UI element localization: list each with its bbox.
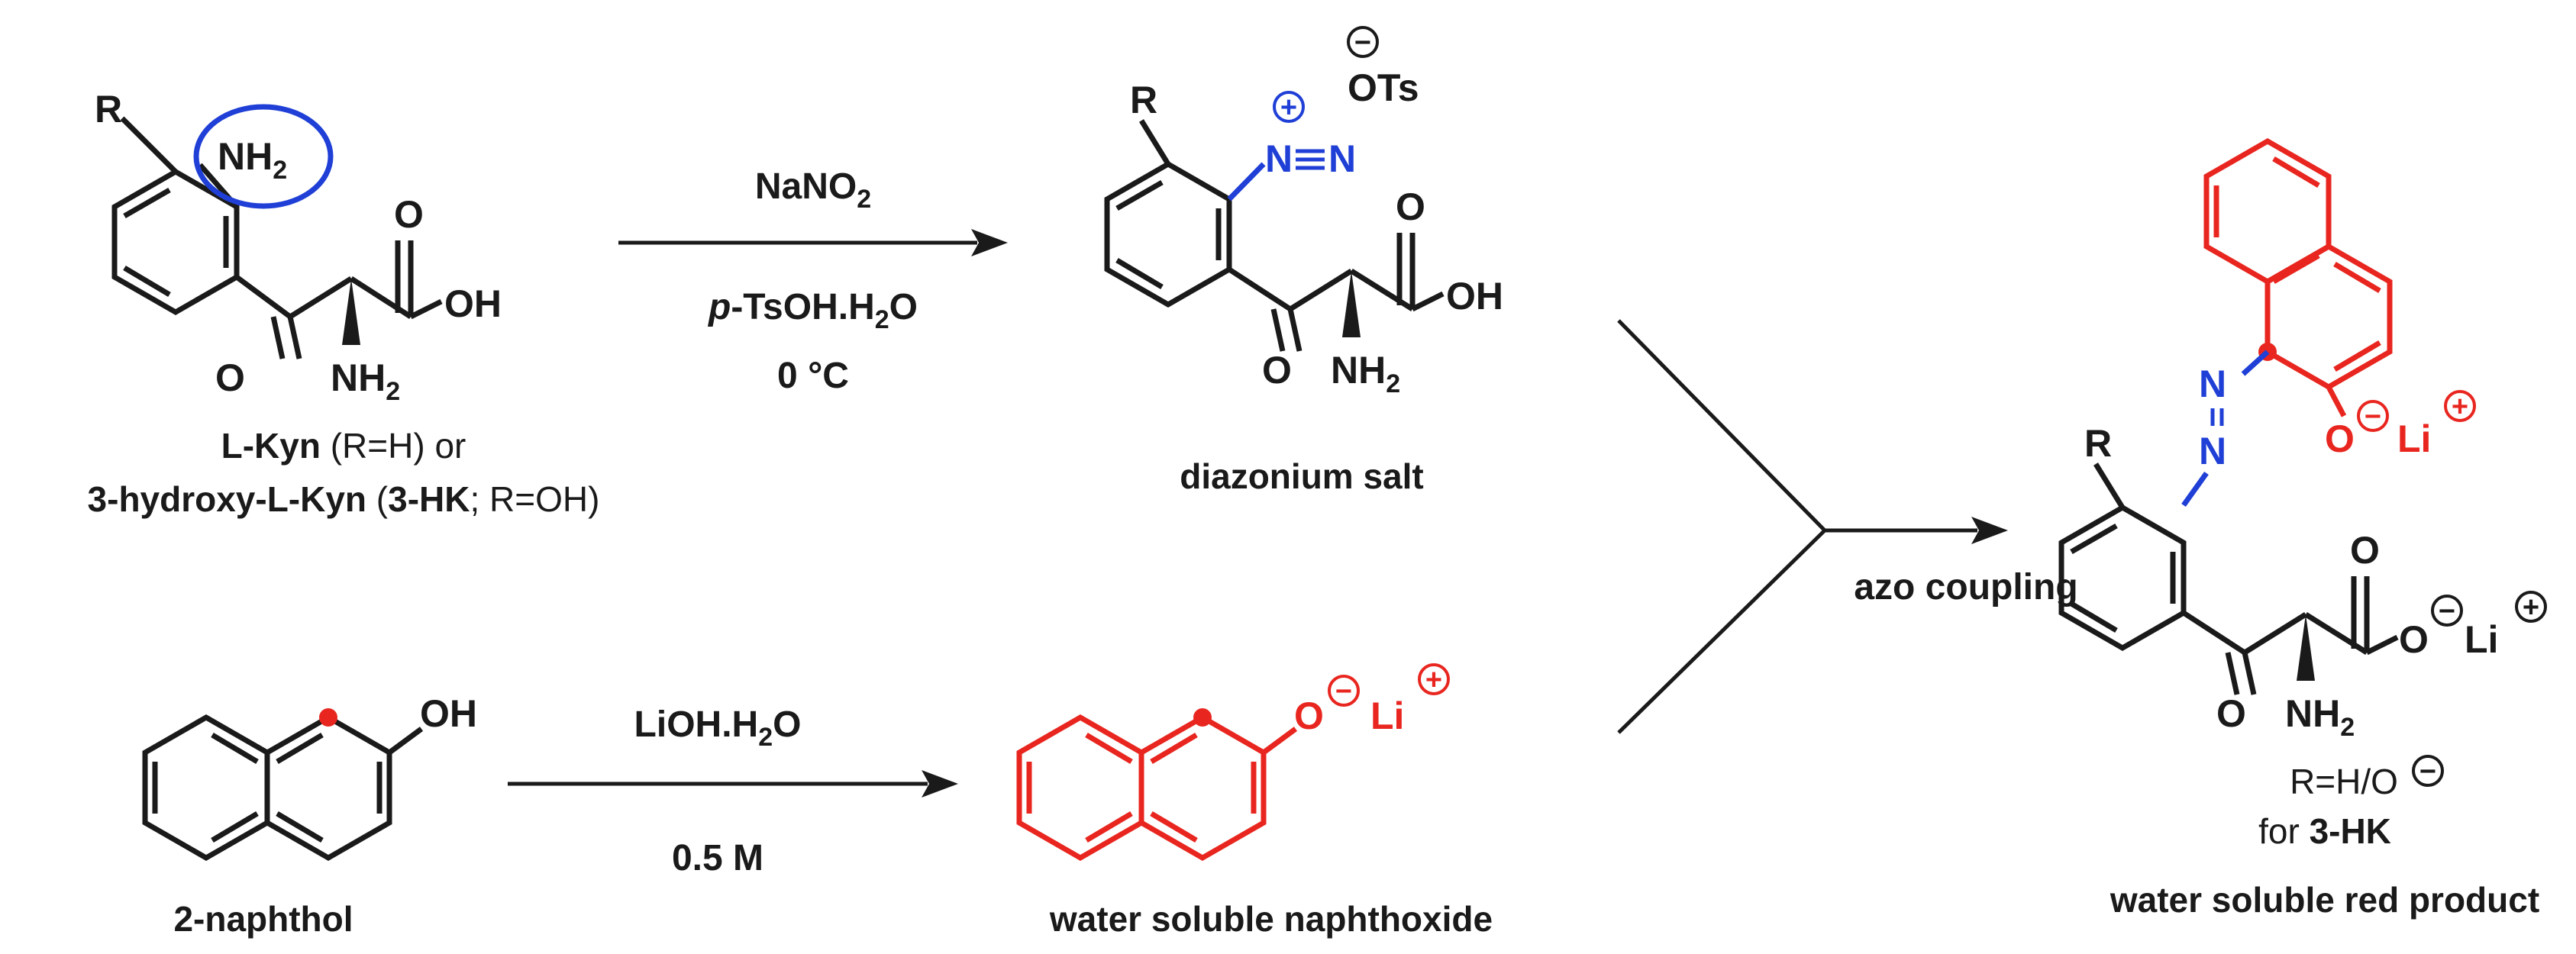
reagent-ptsoh: p-TsOH.H2O (707, 287, 918, 334)
reagent-temperature: 0 °C (777, 356, 849, 396)
atom-O-carboxyl: O (2350, 529, 2380, 572)
atom-O-ketone: O (2216, 692, 2246, 735)
atom-O-ketone: O (1262, 349, 1292, 392)
bond-aryl-N (1227, 162, 1266, 201)
atom-N: N (2199, 430, 2226, 472)
svg-text:−: − (2365, 401, 2381, 433)
plus-charge-icon: + (2444, 390, 2476, 423)
caption-r-equals: R=H/O (2290, 762, 2398, 801)
reagent-lioh: LiOH.H2O (634, 704, 802, 752)
atom-O-minus: O (2325, 417, 2355, 460)
svg-text:+: + (2452, 391, 2468, 423)
arrow-deprotonation (508, 770, 958, 798)
bond-N-aryl (2181, 471, 2209, 508)
atom-Li: Li (2397, 417, 2431, 460)
minus-charge-icon: − (2431, 595, 2463, 627)
atom-OH: OH (1446, 275, 1503, 317)
atom-OH: OH (420, 692, 477, 735)
svg-text:+: + (2523, 591, 2539, 624)
atom-Li: Li (1370, 695, 1404, 737)
caption-lkyn: L-Kyn (R=H) or (221, 426, 466, 466)
atom-R: R (1130, 79, 1157, 121)
atom-O-minus: O (2399, 618, 2429, 661)
svg-text:−: − (2419, 756, 2436, 788)
svg-text:−: − (2439, 595, 2455, 627)
caption-diazonium: diazonium salt (1180, 456, 1423, 496)
atom-O-carboxyl: O (394, 193, 424, 236)
caption-product: water soluble red product (2110, 880, 2539, 920)
reagent-nano2: NaNO2 (755, 166, 871, 214)
product-kynurenine-core (2058, 462, 2399, 695)
minus-charge-icon: − (2357, 400, 2389, 433)
atom-OH: OH (444, 282, 502, 325)
atom-O-ketone: O (215, 356, 245, 399)
atom-OTs: OTs (1348, 66, 1419, 109)
atom-NH2-alpha: NH2 (331, 356, 400, 406)
naphthol-structure (142, 714, 424, 862)
atom-O-carboxyl: O (1396, 185, 1425, 228)
triple-bond-NN (1296, 149, 1325, 170)
svg-text:−: − (1354, 27, 1371, 59)
atom-R: R (2084, 422, 2112, 465)
arrow-azo-coupling (1617, 319, 2008, 734)
atom-N-plus: N (1265, 137, 1293, 180)
atom-Li: Li (2465, 618, 2498, 661)
minus-charge-icon: − (2412, 755, 2444, 788)
wedge-bond (342, 279, 360, 345)
wedge-bond (2297, 614, 2315, 681)
product-naphthalene (2203, 137, 2393, 417)
naphthoxide-structure (1016, 714, 1298, 862)
plus-charge-icon: + (1273, 91, 1305, 124)
reactive-site-dot (1193, 708, 1212, 727)
atom-O-minus: O (1294, 695, 1324, 737)
kynurenine-structure (111, 116, 443, 359)
plus-charge-icon: + (1418, 663, 1450, 696)
svg-text:+: + (1280, 92, 1297, 124)
reagent-azo-coupling: azo coupling (1854, 567, 2077, 608)
minus-charge-icon: − (1347, 26, 1379, 59)
caption-naphthol: 2-naphthol (173, 899, 353, 939)
atom-N: N (2199, 363, 2226, 405)
caption-for-3hk: for 3-HK (2258, 811, 2391, 851)
arrow-diazotization (618, 229, 1008, 256)
atom-R: R (95, 88, 122, 131)
minus-charge-icon: − (1328, 675, 1360, 707)
svg-text:+: + (1425, 664, 1442, 696)
reagent-concentration: 0.5 M (672, 838, 763, 878)
bond-C-N (2241, 350, 2270, 376)
wedge-bond (1342, 271, 1361, 337)
reactive-site-dot (319, 708, 337, 727)
atom-NH2-alpha: NH2 (2285, 692, 2355, 742)
caption-naphthoxide: water soluble naphthoxide (1049, 899, 1493, 939)
plus-charge-icon: + (2515, 591, 2547, 624)
atom-NH2-alpha: NH2 (1331, 349, 1400, 398)
atom-N-terminal: N (1328, 137, 1356, 180)
svg-text:−: − (1335, 675, 1352, 707)
atom-NH2: NH2 (218, 135, 287, 185)
amine-highlight-ellipse (193, 104, 334, 209)
caption-3hk: 3-hydroxy-L-Kyn (3-HK; R=OH) (88, 479, 600, 519)
